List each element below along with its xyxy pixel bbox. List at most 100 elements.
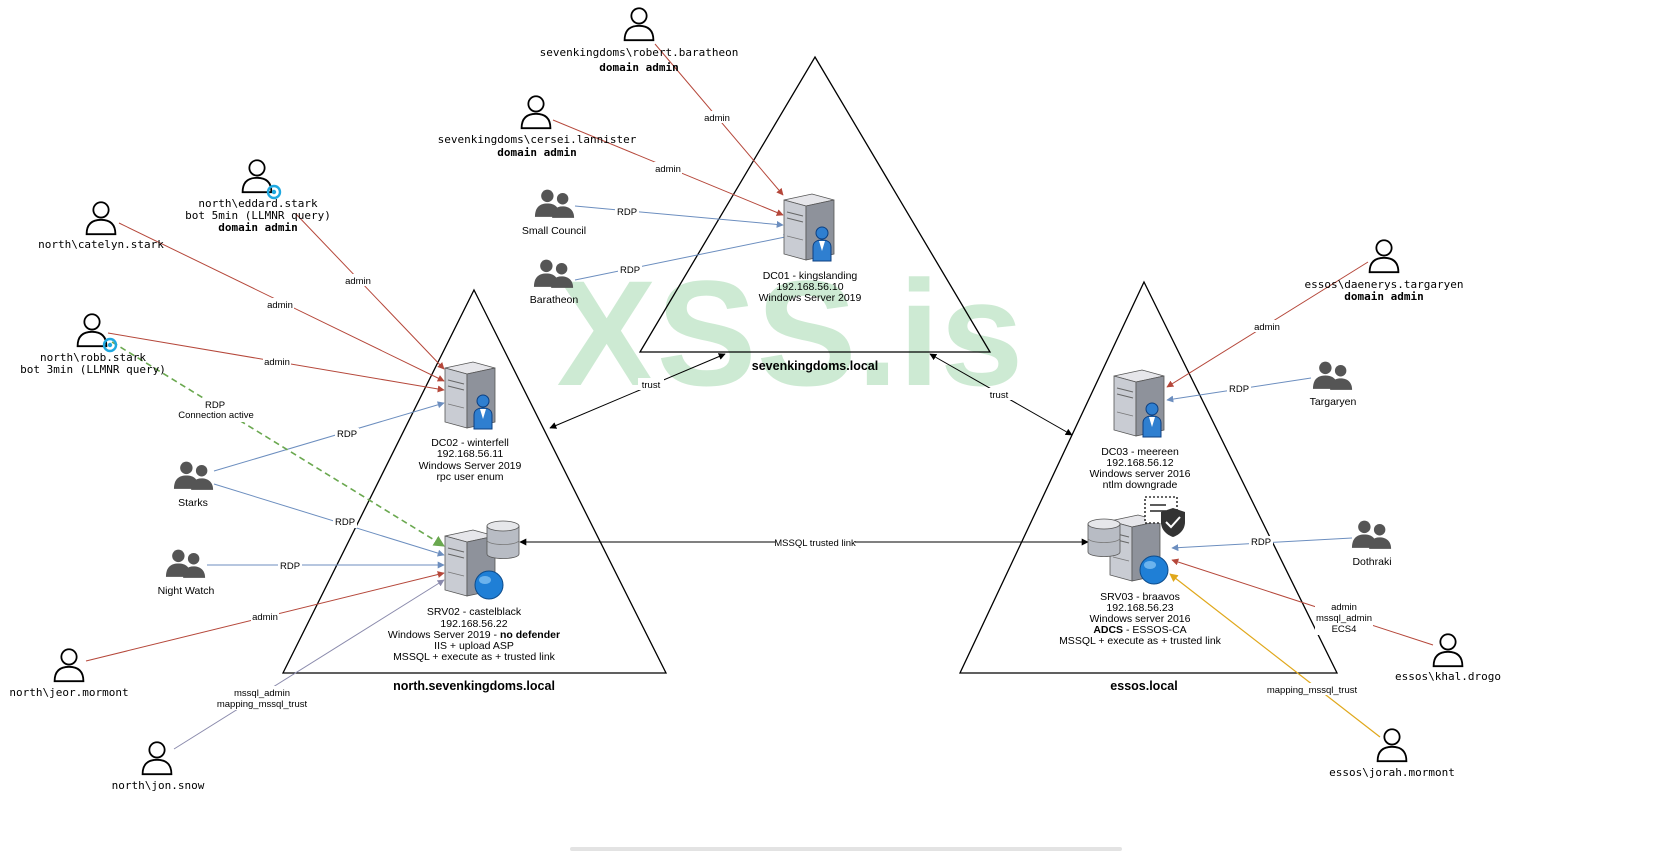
group-dothraki[interactable]: Dothraki: [1351, 520, 1392, 568]
user-label: essos\jorah.mormont: [1329, 766, 1455, 779]
domain-label-sevenkingdoms: sevenkingdoms.local: [752, 359, 878, 373]
svg-text:RDP: RDP: [280, 561, 300, 572]
group-icon: [173, 461, 214, 490]
user-cersei-lannister[interactable]: sevenkingdoms\cersei.lannister domain ad…: [438, 95, 637, 159]
admin-edge-eddard-dc02: [295, 213, 445, 370]
user-icon: [1368, 239, 1400, 274]
server-srv02[interactable]: SRV02 - castelblack 192.168.56.22 Window…: [388, 520, 560, 663]
svg-text:admin: admin: [1254, 322, 1280, 333]
trust-edge-north-sevenkingdoms: [549, 353, 726, 429]
user-robb-stark[interactable]: north\robb.stark bot 3min (LLMNR query): [20, 313, 166, 376]
user-jeor-mormont[interactable]: north\jeor.mormont: [9, 648, 129, 699]
domain-triangle-north: [281, 288, 668, 674]
rdp-active-edge-robb-srv02: [111, 341, 445, 547]
user-icon: [141, 741, 173, 776]
mssql-edge-jon-srv02: [173, 579, 445, 750]
user-label: north\catelyn.stark: [38, 238, 164, 251]
server-dc03[interactable]: DC03 - meereen 192.168.56.12 Windows ser…: [1090, 369, 1191, 491]
server-ip: 192.168.56.10: [776, 281, 843, 293]
svg-text:RDP: RDP: [617, 207, 637, 218]
edge-label-rdp-smallcouncil: RDP: [615, 206, 639, 218]
svg-text:RDP: RDP: [1251, 537, 1271, 548]
server-os: Windows Server 2019 - no defender: [388, 629, 560, 641]
edge-label-trust-north: trust: [638, 378, 664, 391]
user-icon: [53, 648, 85, 683]
server-ip: 192.168.56.11: [437, 448, 504, 460]
edge-label-rdp-targaryen: RDP: [1227, 383, 1251, 395]
admin-user-icon: [1142, 402, 1162, 438]
svg-text:MSSQL trusted link: MSSQL trusted link: [774, 538, 856, 549]
server-name: SRV03 - braavos: [1100, 591, 1180, 603]
svg-text:admin: admin: [252, 612, 278, 623]
group-night-watch[interactable]: Night Watch: [158, 549, 215, 597]
server-note: ntlm downgrade: [1103, 479, 1178, 491]
group-baratheon[interactable]: Baratheon: [530, 259, 579, 306]
rdp-edge-baratheon-dc01: [574, 233, 791, 281]
certificate-authority-icon: [1144, 496, 1185, 537]
user-jon-snow[interactable]: north\jon.snow: [112, 741, 205, 792]
svg-text:mapping_mssql_trust: mapping_mssql_trust: [1267, 685, 1358, 696]
server-ip: 192.168.56.23: [1106, 602, 1173, 614]
user-icon: [85, 201, 117, 236]
user-icon: [241, 159, 273, 194]
edge-label-jon: mssql_admin mapping_mssql_trust: [217, 686, 308, 710]
edge-label-jorah: mapping_mssql_trust: [1267, 683, 1358, 696]
user-jorah-mormont[interactable]: essos\jorah.mormont: [1329, 728, 1455, 779]
group-label: Night Watch: [158, 585, 215, 597]
database-icon: [486, 520, 520, 559]
svg-text:mapping_mssql_trust: mapping_mssql_trust: [217, 699, 308, 710]
edge-label-admin-robb: admin: [263, 355, 291, 368]
svg-text:admin: admin: [1331, 602, 1357, 613]
edge-label-admin-cersei: admin: [654, 162, 682, 175]
user-robert-baratheon[interactable]: sevenkingdoms\robert.baratheon domain ad…: [540, 7, 739, 74]
svg-text:RDP: RDP: [205, 400, 225, 411]
edge-label-admin-robert: admin: [703, 111, 731, 124]
group-icon: [1312, 361, 1353, 390]
user-eddard-stark[interactable]: north\eddard.stark bot 5min (LLMNR query…: [185, 159, 331, 234]
mapping-edge-jorah-srv03: [1169, 573, 1381, 738]
database-icon: [1087, 518, 1121, 557]
server-os: Windows Server 2019: [419, 460, 522, 472]
group-label: Baratheon: [530, 294, 579, 306]
group-label: Small Council: [522, 225, 586, 237]
group-small-council[interactable]: Small Council: [522, 189, 586, 237]
server-name: DC02 - winterfell: [431, 437, 509, 449]
edge-label-admin-daenerys: admin: [1253, 320, 1281, 333]
svg-text:RDP: RDP: [620, 265, 640, 276]
server-dc02[interactable]: DC02 - winterfell 192.168.56.11 Windows …: [419, 361, 522, 483]
server-srv03[interactable]: SRV03 - braavos 192.168.56.23 Windows se…: [1059, 496, 1222, 647]
user-catelyn-stark[interactable]: north\catelyn.stark: [38, 201, 164, 251]
server-ip: 192.168.56.22: [440, 618, 507, 630]
server-name: DC01 - kingslanding: [763, 270, 858, 282]
group-targaryen[interactable]: Targaryen: [1310, 361, 1357, 408]
user-daenerys-targaryen[interactable]: essos\daenerys.targaryen domain admin: [1305, 239, 1464, 303]
group-icon: [534, 189, 575, 218]
edge-label-admin-eddard: admin: [344, 274, 372, 287]
domain-triangle-essos: [958, 280, 1339, 674]
server-note-iis: IIS + upload ASP: [434, 640, 514, 652]
server-os: Windows Server 2019: [759, 292, 862, 304]
group-icon: [1351, 520, 1392, 549]
server-os: Windows server 2016: [1090, 613, 1191, 625]
admin-user-icon: [473, 394, 493, 430]
user-label: north\robb.stark: [40, 351, 146, 364]
globe-icon: [474, 570, 504, 600]
svg-text:mssql_admin: mssql_admin: [1316, 613, 1372, 624]
domain-triangle-sevenkingdoms: [638, 55, 992, 353]
user-icon: [76, 313, 108, 348]
edge-label-mssql-link: MSSQL trusted link: [774, 536, 856, 549]
server-ip: 192.168.56.12: [1106, 457, 1173, 469]
user-khal-drogo[interactable]: essos\khal.drogo: [1395, 633, 1501, 683]
user-icon: [520, 95, 552, 130]
server-dc01[interactable]: DC01 - kingslanding 192.168.56.10 Window…: [759, 193, 862, 304]
admin-edge-khal-srv03: [1171, 558, 1434, 646]
svg-text:admin: admin: [655, 164, 681, 175]
rdp-edge-starks-srv02: [213, 483, 445, 557]
group-starks[interactable]: Starks: [173, 461, 214, 509]
user-note: bot 3min (LLMNR query): [20, 363, 166, 376]
edge-label-admin-catelyn: admin: [266, 298, 294, 311]
rdp-edge-smallcouncil-dc01: [574, 205, 784, 228]
svg-text:RDP: RDP: [337, 429, 357, 440]
svg-text:RDP: RDP: [335, 517, 355, 528]
